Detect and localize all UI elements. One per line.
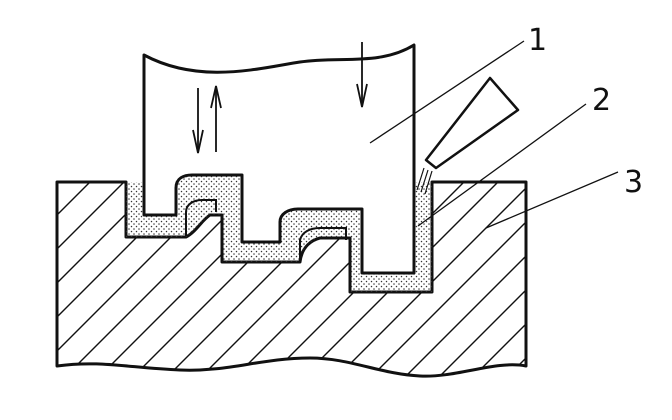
- gap-medium: [126, 175, 432, 292]
- motion-arrows: [192, 42, 368, 154]
- nozzle-body: [424, 76, 520, 170]
- leader-lines: [369, 40, 619, 229]
- nozzle: [416, 76, 520, 195]
- label-3: 3: [624, 165, 643, 200]
- feed-arrow-down-icon: [356, 42, 368, 108]
- arrow-down-icon: [192, 88, 204, 154]
- gap-medium-layer: [126, 175, 432, 292]
- leader-line-3: [485, 171, 619, 229]
- arrow-up-icon: [210, 85, 222, 152]
- label-2: 2: [592, 83, 611, 118]
- spray-jet: [416, 167, 433, 195]
- electrode-inner-contour-2: [299, 227, 347, 260]
- leader-line-1: [369, 40, 525, 144]
- leader-line-2: [417, 103, 587, 227]
- label-1: 1: [528, 23, 547, 58]
- electrode-inner-contour: [185, 199, 217, 236]
